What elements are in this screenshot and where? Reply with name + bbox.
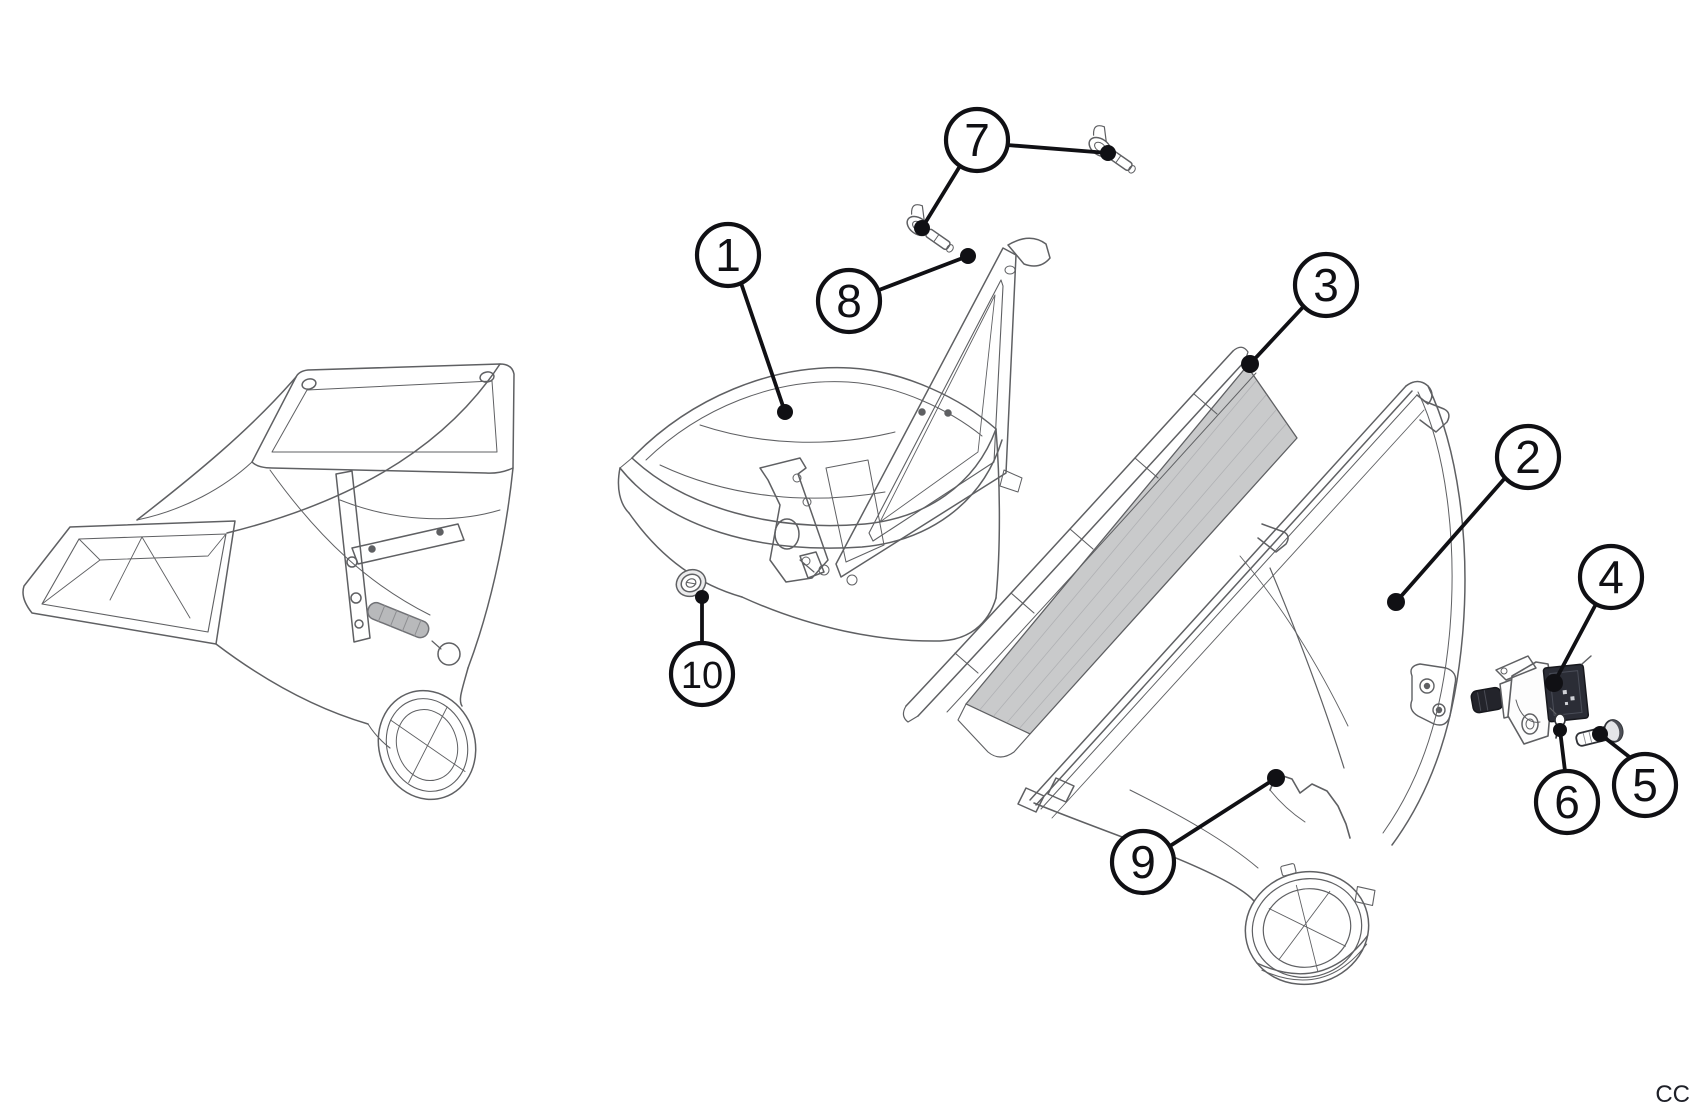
svg-text:2: 2 <box>1515 431 1541 483</box>
part-cover-frame <box>799 237 1051 579</box>
duct-outlet-ring <box>1244 863 1376 986</box>
part-lower-housing <box>617 366 1003 642</box>
callout-7[interactable]: 7 <box>943 106 1011 174</box>
callout-5[interactable]: 5 <box>1611 751 1679 819</box>
svg-text:6: 6 <box>1554 776 1580 828</box>
svg-text:7: 7 <box>964 114 990 166</box>
callout-8[interactable]: 8 <box>815 267 883 335</box>
leader-dots <box>695 145 1608 787</box>
svg-text:1: 1 <box>715 229 741 281</box>
callout-3[interactable]: 3 <box>1292 251 1360 319</box>
callout-6[interactable]: 6 <box>1533 768 1601 836</box>
svg-text:5: 5 <box>1632 759 1658 811</box>
leader-lines <box>700 143 1634 848</box>
callout-9[interactable]: 9 <box>1109 828 1177 896</box>
svg-text:4: 4 <box>1598 551 1624 603</box>
watermark-cc: CC <box>1655 1081 1690 1108</box>
svg-text:9: 9 <box>1130 836 1156 888</box>
callouts: 1 2 3 4 5 6 7 8 <box>668 106 1679 896</box>
svg-text:8: 8 <box>836 275 862 327</box>
svg-text:3: 3 <box>1313 259 1339 311</box>
assembled-airbox-view <box>22 363 515 801</box>
svg-text:10: 10 <box>681 655 723 697</box>
callout-10[interactable]: 10 <box>668 640 736 708</box>
sensor-boss <box>1410 663 1457 726</box>
part-grommet <box>675 568 707 598</box>
callout-2[interactable]: 2 <box>1494 423 1562 491</box>
spring-detail <box>367 601 461 666</box>
callout-1[interactable]: 1 <box>694 221 762 289</box>
assembled-outlet-ring <box>377 689 477 801</box>
callout-4[interactable]: 4 <box>1577 543 1645 611</box>
part-map-sensor <box>1470 655 1592 745</box>
part-air-filter <box>902 346 1298 758</box>
part-upper-duct <box>1017 380 1466 986</box>
